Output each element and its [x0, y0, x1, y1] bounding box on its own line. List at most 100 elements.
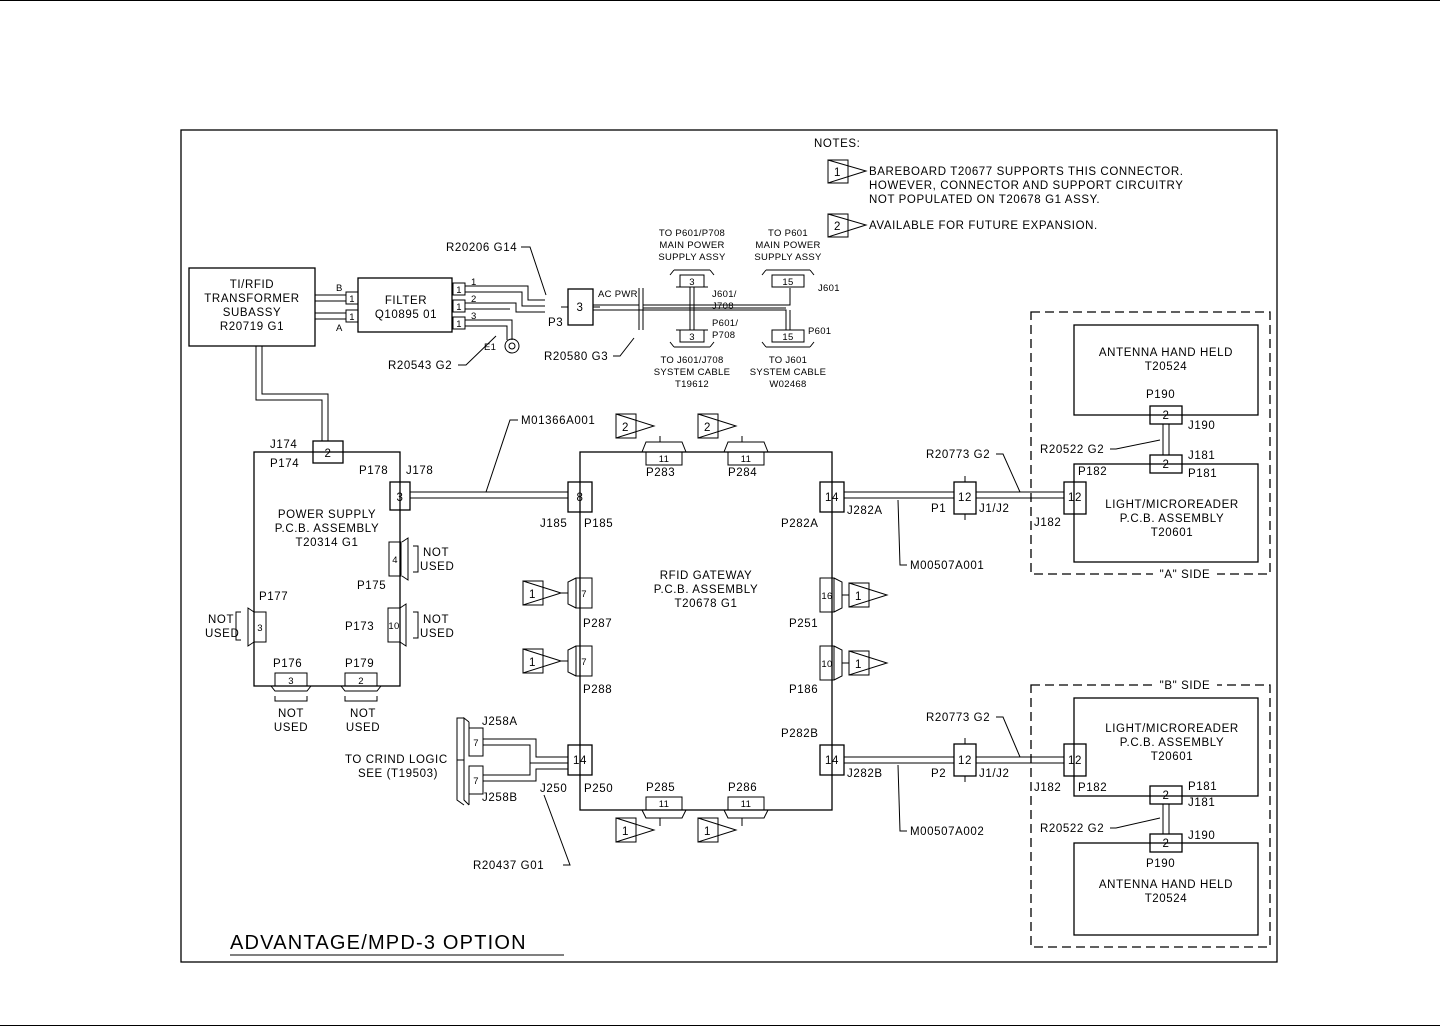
p176-label: P176: [273, 658, 302, 670]
b-light-line-2: P.C.B. ASSEMBLY: [1120, 737, 1224, 749]
note-1-line-1: BAREBOARD T20677 SUPPORTS THIS CONNECTOR…: [869, 166, 1184, 178]
p178-pins: 3: [397, 492, 404, 504]
note-2-flag-icon: [827, 213, 868, 238]
p185-label: P185: [584, 518, 613, 530]
flag-p283-icon: [615, 413, 656, 439]
b-light-line-3: T20601: [1151, 751, 1194, 763]
p282b-pins: 14: [825, 755, 839, 767]
filter-pin-1: 1: [471, 277, 477, 288]
drawing-title: ADVANTAGE/MPD-3 OPTION: [230, 932, 527, 954]
p185-pins: 8: [577, 492, 584, 504]
crind-line-2: SEE (T19503): [358, 768, 438, 780]
filter-pin-2: 2: [471, 294, 477, 305]
b-j190-pins: 2: [1163, 838, 1170, 850]
j601-j708-line-2: J708: [712, 301, 734, 312]
p179-label: P179: [345, 658, 374, 670]
p601-pins: 15: [782, 332, 793, 343]
j258a-pins: 7: [473, 738, 479, 749]
p186-pins: 10: [821, 659, 832, 670]
note-2-line-1: AVAILABLE FOR FUTURE EXPANSION.: [869, 220, 1098, 232]
to-p601-line-1: TO P601: [768, 228, 808, 239]
b-side-cable: 12 P2 J1/J2 M00507A002 R20773 G2: [844, 712, 1064, 838]
callout-r20773-a: R20773 G2: [926, 449, 990, 461]
a-side-cable: 12 P1 J1/J2 M00507A001 R20773 G2: [844, 449, 1064, 572]
to-p601-line-3: SUPPLY ASSY: [754, 252, 822, 263]
power-supply-line-1: POWER SUPPLY: [278, 509, 376, 521]
a-p182-pins: 12: [1068, 492, 1082, 504]
note-1-line-2: HOWEVER, CONNECTOR AND SUPPORT CIRCUITRY: [869, 180, 1184, 192]
p175-pins: 4: [392, 555, 398, 566]
transformer-line-1: TI/RFID: [230, 279, 274, 291]
callout-r20773-b: R20773 G2: [926, 712, 990, 724]
j258a-label: J258A: [482, 716, 518, 728]
a-p182-label: P182: [1078, 466, 1107, 478]
p601-p708-pins: 3: [689, 332, 695, 343]
p3-ac-power: 3 P3 AC PWR: [548, 288, 791, 330]
rfid-gateway-pcb: RFID GATEWAY P.C.B. ASSEMBLY T20678 G1 8…: [540, 436, 883, 826]
transformer-pin-b: B: [336, 283, 343, 294]
to-j601-j708-line-3: T19612: [675, 379, 709, 390]
to-j601-line-2: SYSTEM CABLE: [750, 367, 826, 378]
p178-label: P178: [359, 465, 388, 477]
cable-transformer-to-power-supply: [255, 346, 329, 441]
b-j190-label: J190: [1188, 830, 1215, 842]
p601-p708-line-2: P708: [712, 330, 735, 341]
a-light-line-2: P.C.B. ASSEMBLY: [1120, 513, 1224, 525]
filter-pin-3: 3: [471, 311, 477, 322]
p3-pins: 3: [577, 302, 584, 314]
j601-j708-pins: 3: [689, 277, 695, 288]
b-p182-label: P182: [1078, 782, 1107, 794]
b-j181-label: J181: [1188, 797, 1215, 809]
note-1-marker: 1: [834, 167, 841, 179]
a-j190-label: J190: [1188, 420, 1215, 432]
j601-pins: 15: [782, 277, 793, 288]
b-antenna-line-2: T20524: [1145, 893, 1188, 905]
filter-to-p3-cable: [465, 285, 545, 340]
p282b-label: P282B: [781, 728, 819, 740]
b-p181-pins: 2: [1163, 790, 1170, 802]
to-p601-p708-line-1: TO P601/P708: [659, 228, 725, 239]
filter-line-1: FILTER: [385, 295, 427, 307]
b-side-group: "B" SIDE LIGHT/MICROREADER P.C.B. ASSEMB…: [1030, 678, 1271, 948]
p285-label: P285: [646, 782, 675, 794]
flag-p251-icon: [848, 582, 889, 608]
p179-not-used-2: USED: [346, 722, 380, 734]
note-2-marker: 2: [834, 221, 841, 233]
e1-label: E1: [484, 342, 496, 353]
p251-label: P251: [789, 618, 818, 630]
b-p181-label: P181: [1188, 781, 1217, 793]
p176-not-used-1: NOT: [278, 708, 304, 720]
p176-pins: 3: [288, 676, 294, 687]
p179-not-used-1: NOT: [350, 708, 376, 720]
flag-p186-marker: 1: [855, 659, 862, 671]
a-side-group: "A" SIDE ANTENNA HAND HELD T20524 P190 2…: [1030, 311, 1271, 581]
p175-label: P175: [357, 580, 386, 592]
p601-label: P601: [808, 326, 831, 337]
p283-label: P283: [646, 467, 675, 479]
to-j601-j708-line-1: TO J601/J708: [660, 355, 723, 366]
p3-label: P3: [548, 317, 563, 329]
a-p190-label: P190: [1146, 389, 1175, 401]
power-supply-line-3: T20314 G1: [296, 537, 359, 549]
filter-conn-a-pins: 1: [349, 312, 355, 323]
a-p190-pins: 2: [1163, 410, 1170, 422]
p286-pins: 11: [741, 799, 751, 810]
p177-label: P177: [259, 591, 288, 603]
flag-p286-icon: [697, 817, 738, 843]
b-j182-label: J182: [1034, 782, 1061, 794]
j282a-label: J282A: [847, 505, 883, 517]
j258b-label: J258B: [482, 792, 518, 804]
p287-pins: 7: [581, 589, 587, 600]
p173-pins: 10: [388, 621, 399, 632]
b-j1j2-label: J1/J2: [979, 768, 1010, 780]
to-j601-line-3: W02468: [769, 379, 806, 390]
flag-p285-icon: [615, 817, 656, 843]
callout-r20437: R20437 G01: [473, 860, 544, 872]
flag-p287-icon: [522, 580, 563, 606]
p176-not-used-2: USED: [274, 722, 308, 734]
flag-p286-marker: 1: [704, 826, 711, 838]
gateway-line-1: RFID GATEWAY: [660, 570, 753, 582]
p285-pins: 11: [659, 799, 669, 810]
a-p181-label: P181: [1188, 468, 1217, 480]
p250-pins: 14: [573, 755, 587, 767]
